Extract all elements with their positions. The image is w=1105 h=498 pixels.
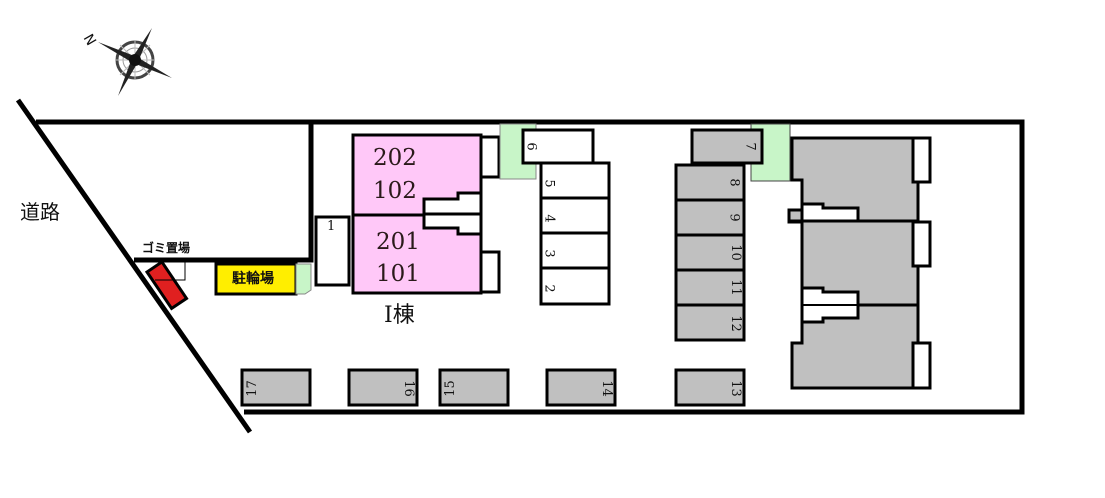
parking-8: 8 [726,178,742,187]
bicycle-parking-label: 駐輪場 [232,271,274,287]
parking-3: 3 [541,249,557,258]
compass-rose-icon [98,28,172,96]
building-i-label: I棟 [384,303,415,328]
parking-14: 14 [598,380,614,397]
unit-102: 102 [373,178,417,204]
unit-202: 202 [373,145,417,171]
parking-4: 4 [541,214,557,223]
unit-101: 101 [376,261,420,287]
road-line [15,98,253,434]
building-i [351,133,501,295]
parking-6: 6 [523,142,539,151]
parking-1: 1 [327,219,336,234]
parking-2: 2 [541,284,557,293]
parking-5: 5 [541,179,557,188]
garbage-area [144,259,189,311]
parking-11: 11 [727,279,743,296]
parking-15: 15 [442,380,458,397]
parking-12: 12 [727,315,743,332]
unit-201: 201 [376,229,420,255]
parking-17: 17 [244,380,260,397]
building-other [787,136,932,390]
road-label: 道路 [20,200,60,224]
parking-10: 10 [727,244,743,261]
parking-16: 16 [400,380,416,397]
parking-7: 7 [742,142,758,151]
parking-13: 13 [727,380,743,397]
bicycle-parking [214,262,298,296]
garbage-label: ゴミ置場 [142,241,191,255]
parking-9: 9 [726,213,742,222]
